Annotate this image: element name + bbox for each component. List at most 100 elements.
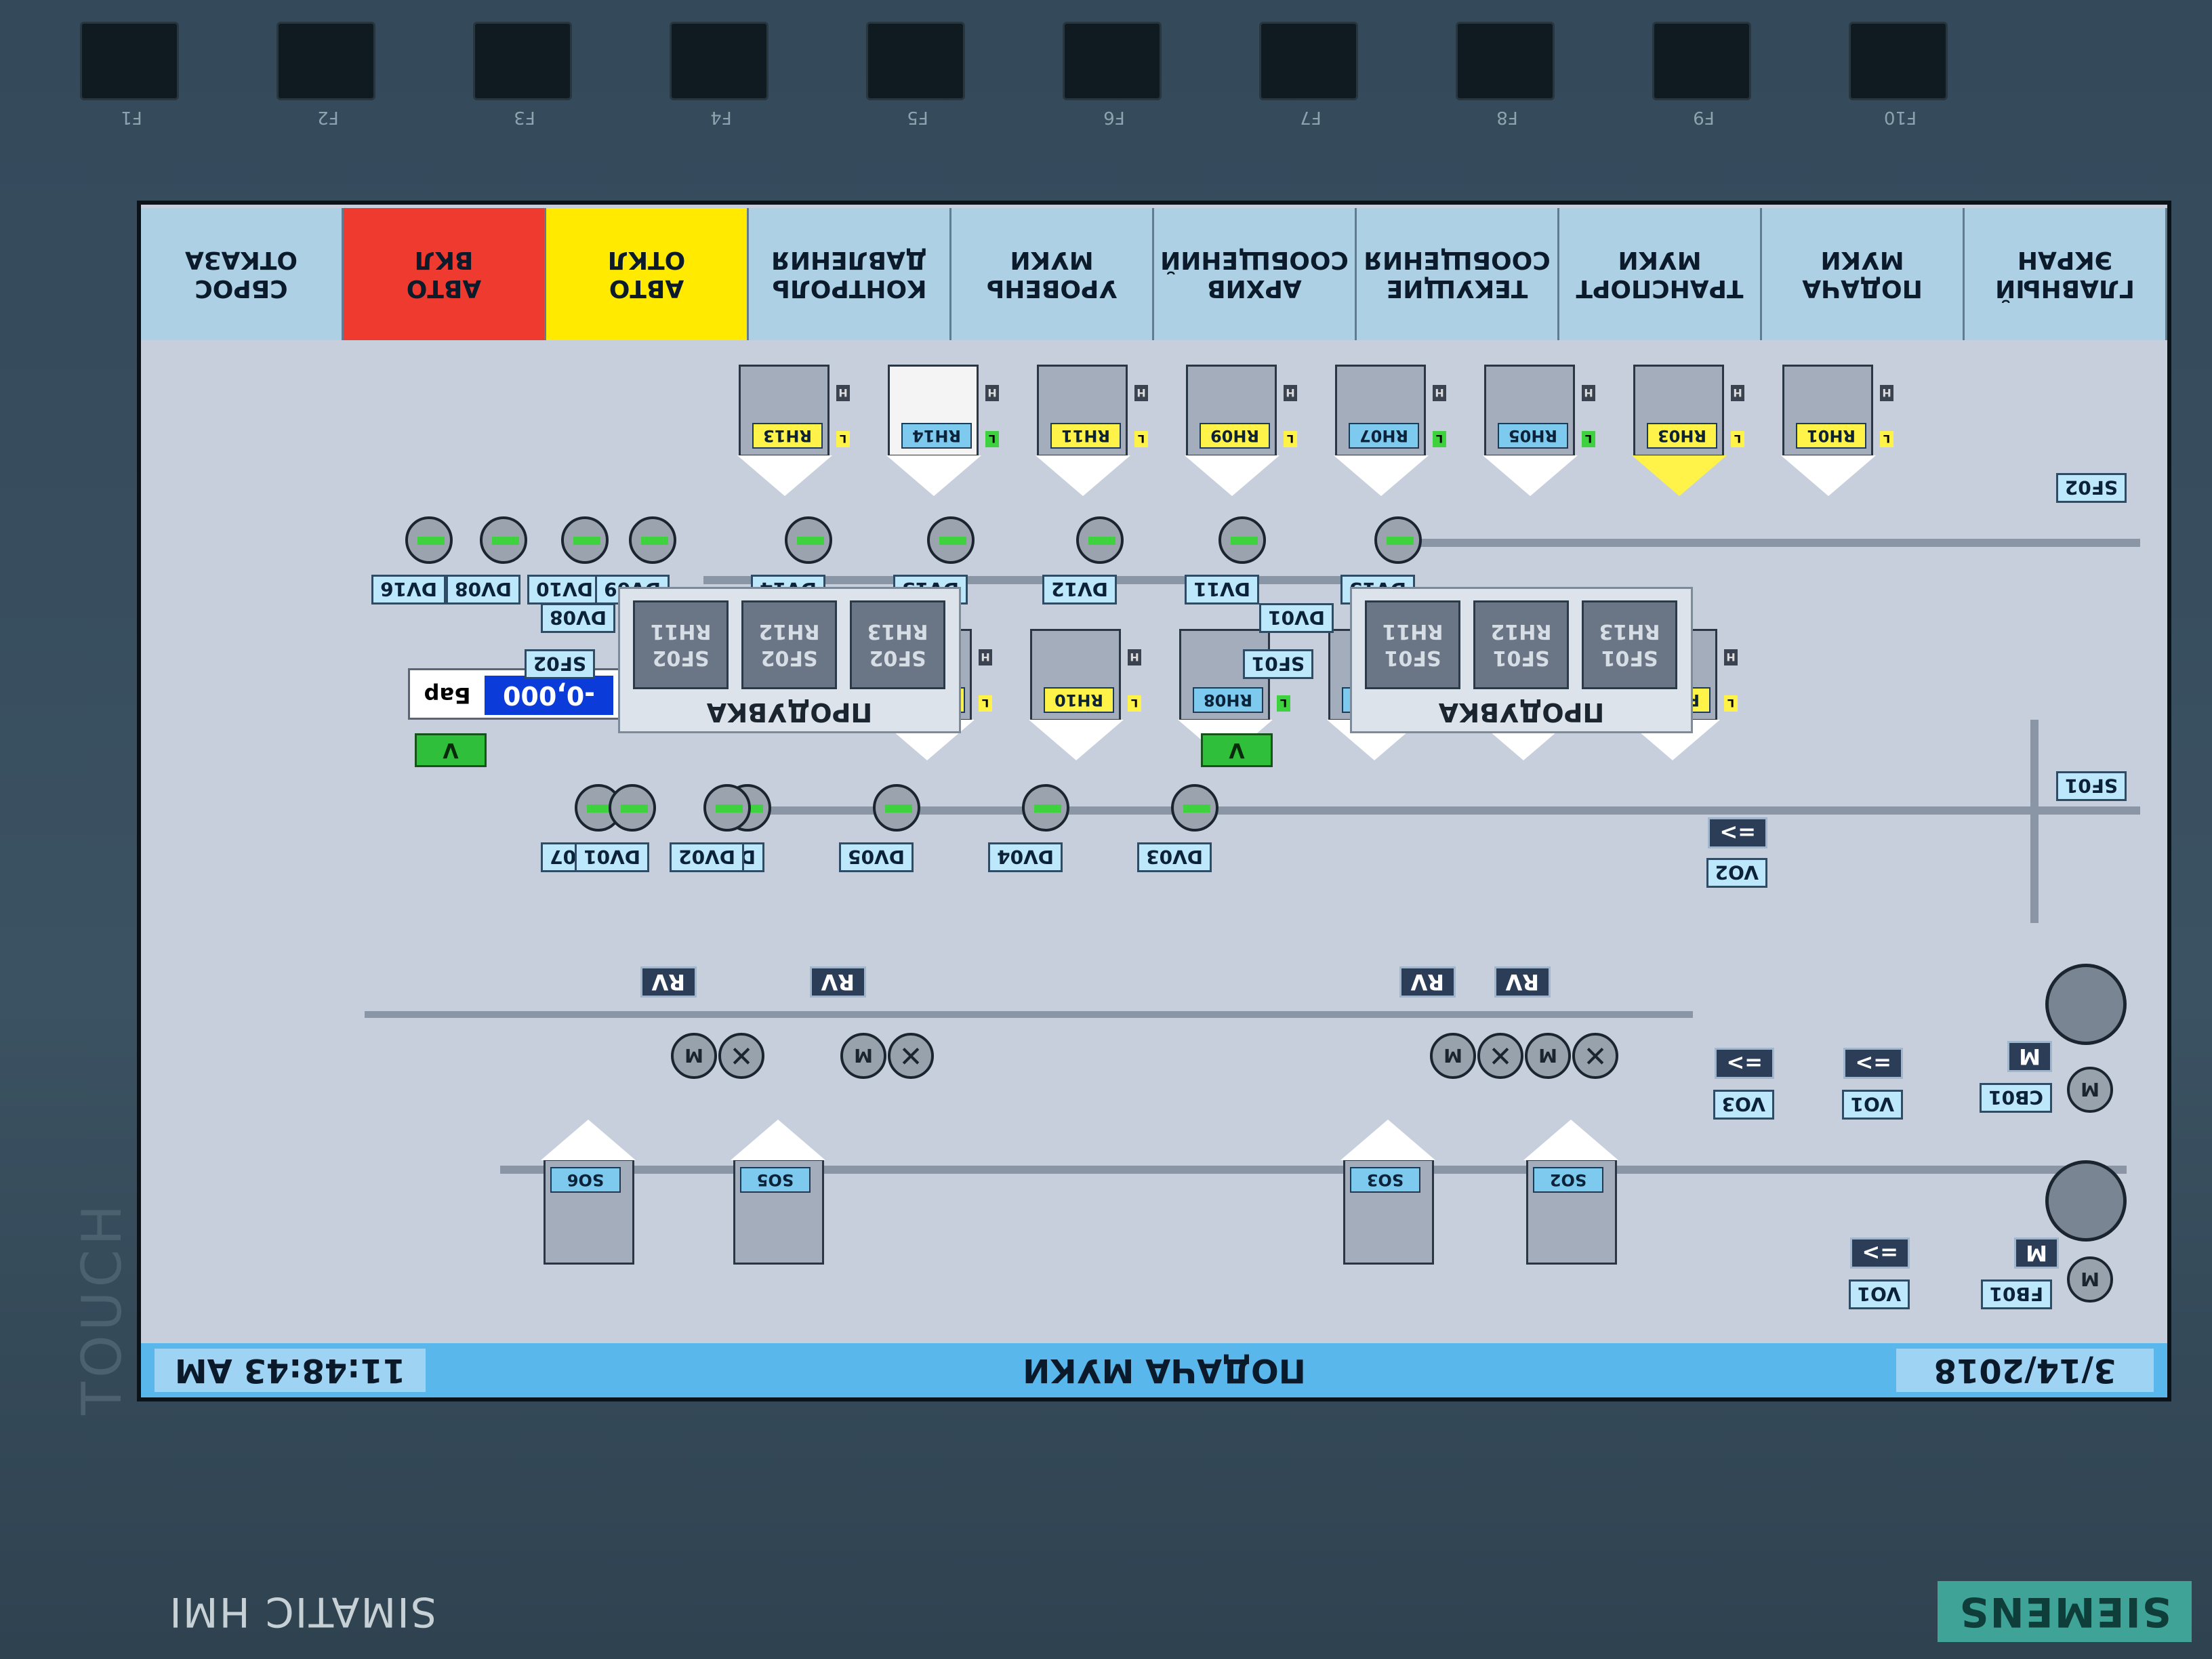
valve-tag-dv05: DV05: [839, 842, 914, 872]
nav-button-8[interactable]: АВТО ВКЛ: [344, 208, 546, 340]
nav-button-2[interactable]: ТРАНСПОРТ МУКИ: [1559, 208, 1762, 340]
feeder-sf02-v[interactable]: V: [415, 733, 487, 767]
pressure-value: -0,000: [485, 676, 613, 715]
valve-dv12[interactable]: [1076, 516, 1124, 564]
nav-button-9[interactable]: СБРОС ОТКАЗА: [141, 208, 344, 340]
nav-button-7[interactable]: АВТО ОТКЛ: [546, 208, 749, 340]
silo-label: RH10: [1044, 687, 1114, 713]
vo1-arrow-lower[interactable]: =>: [1850, 1237, 1910, 1269]
bottom-silo-so5[interactable]: SO5: [731, 1120, 825, 1265]
blow-button-sf: SF01: [1492, 646, 1550, 670]
nav-button-6[interactable]: КОНТРОЛЬ ДАВЛЕНИЯ: [749, 208, 951, 340]
function-key-f5[interactable]: [866, 22, 965, 100]
rv-motor[interactable]: M: [671, 1033, 717, 1079]
valve-dv09[interactable]: [629, 516, 676, 564]
function-key-f2[interactable]: [276, 22, 375, 100]
feeder-sf01-v[interactable]: V: [1201, 733, 1273, 767]
nav-button-3[interactable]: ТЕКУЩИЕ СООБЩЕНИЯ: [1357, 208, 1559, 340]
valve-dv14[interactable]: [785, 516, 832, 564]
function-key-f3[interactable]: [473, 22, 572, 100]
level-low-indicator: L: [1724, 695, 1738, 712]
nav-button-4[interactable]: АРХИВ СООБЩЕНИЙ: [1154, 208, 1357, 340]
level-low-indicator: L: [1277, 695, 1290, 712]
fb01-m[interactable]: M: [2014, 1237, 2059, 1269]
valve-state: [716, 804, 743, 813]
valve-dv02[interactable]: [703, 784, 751, 832]
motor-cb01[interactable]: M: [2067, 1067, 2113, 1113]
vo1-tag-lower: VO1: [1848, 1279, 1910, 1309]
function-key-label: F1: [121, 107, 142, 127]
rv-label[interactable]: RV: [640, 966, 697, 998]
rv-motor[interactable]: M: [1430, 1033, 1476, 1079]
vo2-arrow[interactable]: =>: [1708, 817, 1767, 848]
function-key-f10[interactable]: [1849, 22, 1948, 100]
valve-dv05[interactable]: [873, 784, 920, 832]
function-key-f9[interactable]: [1652, 22, 1751, 100]
valve-tag-dv08: DV08: [446, 575, 520, 605]
function-key-f6[interactable]: [1063, 22, 1162, 100]
function-key-f1[interactable]: [80, 22, 179, 100]
silo-label: RH01: [1796, 423, 1866, 449]
rotary-valve-icon[interactable]: ✕: [1477, 1033, 1523, 1079]
function-key-f4[interactable]: [670, 22, 769, 100]
rotary-valve-icon[interactable]: ✕: [888, 1033, 934, 1079]
bottom-silo-so3[interactable]: SO3: [1340, 1120, 1435, 1265]
function-key-f7[interactable]: [1259, 22, 1358, 100]
function-key-label: F6: [1103, 107, 1125, 127]
valve-dv01[interactable]: [609, 784, 656, 832]
rv-label[interactable]: RV: [1399, 966, 1456, 998]
function-key-f8[interactable]: [1456, 22, 1555, 100]
blower-cb01[interactable]: [2045, 964, 2127, 1045]
blower-fb01[interactable]: [2045, 1160, 2127, 1242]
bottom-silo-so6[interactable]: SO6: [541, 1120, 636, 1265]
level-low-indicator: L: [1134, 431, 1148, 447]
pipe-mid: [744, 806, 2140, 815]
valve-tag-dv16: DV16: [371, 575, 446, 605]
rv-label[interactable]: RV: [1494, 966, 1551, 998]
cb01-m[interactable]: M: [2007, 1041, 2052, 1072]
valve-dv04[interactable]: [1022, 784, 1069, 832]
silo-roof: [1340, 1120, 1435, 1160]
valve-dv10[interactable]: [561, 516, 609, 564]
vo1-arrow[interactable]: =>: [1843, 1048, 1903, 1079]
valve-dv16[interactable]: [405, 516, 453, 564]
motor-fb01[interactable]: M: [2067, 1256, 2113, 1303]
rv-motor[interactable]: M: [840, 1033, 886, 1079]
silo-roof: [1632, 455, 1727, 496]
valve-dv03[interactable]: [1171, 784, 1218, 832]
cb01-tag: CB01: [1980, 1083, 2052, 1113]
nav-button-1[interactable]: ПОДАЧА МУКИ: [1762, 208, 1965, 340]
rv-label[interactable]: RV: [809, 966, 866, 998]
level-high-indicator: H: [985, 385, 999, 401]
valve-dv11[interactable]: [1218, 516, 1266, 564]
rv-motor[interactable]: M: [1525, 1033, 1571, 1079]
silo-label: RH07: [1349, 423, 1419, 449]
blow-button-rh: RH11: [1382, 619, 1443, 644]
nav-button-5[interactable]: УРОВЕНЬ МУКИ: [951, 208, 1154, 340]
nav-button-0[interactable]: ГЛАВНЫЙ ЭКРАН: [1965, 208, 2167, 340]
rotary-valve-icon[interactable]: ✕: [1572, 1033, 1618, 1079]
bottom-silo-so2[interactable]: SO2: [1523, 1120, 1618, 1265]
rotary-valve-icon[interactable]: ✕: [718, 1033, 764, 1079]
vo3-arrow[interactable]: =>: [1715, 1048, 1774, 1079]
blow-button-rh: RH13: [867, 619, 928, 644]
valve-dv13[interactable]: [927, 516, 975, 564]
valve-dv15[interactable]: [1374, 516, 1422, 564]
valve-dv08[interactable]: [480, 516, 527, 564]
